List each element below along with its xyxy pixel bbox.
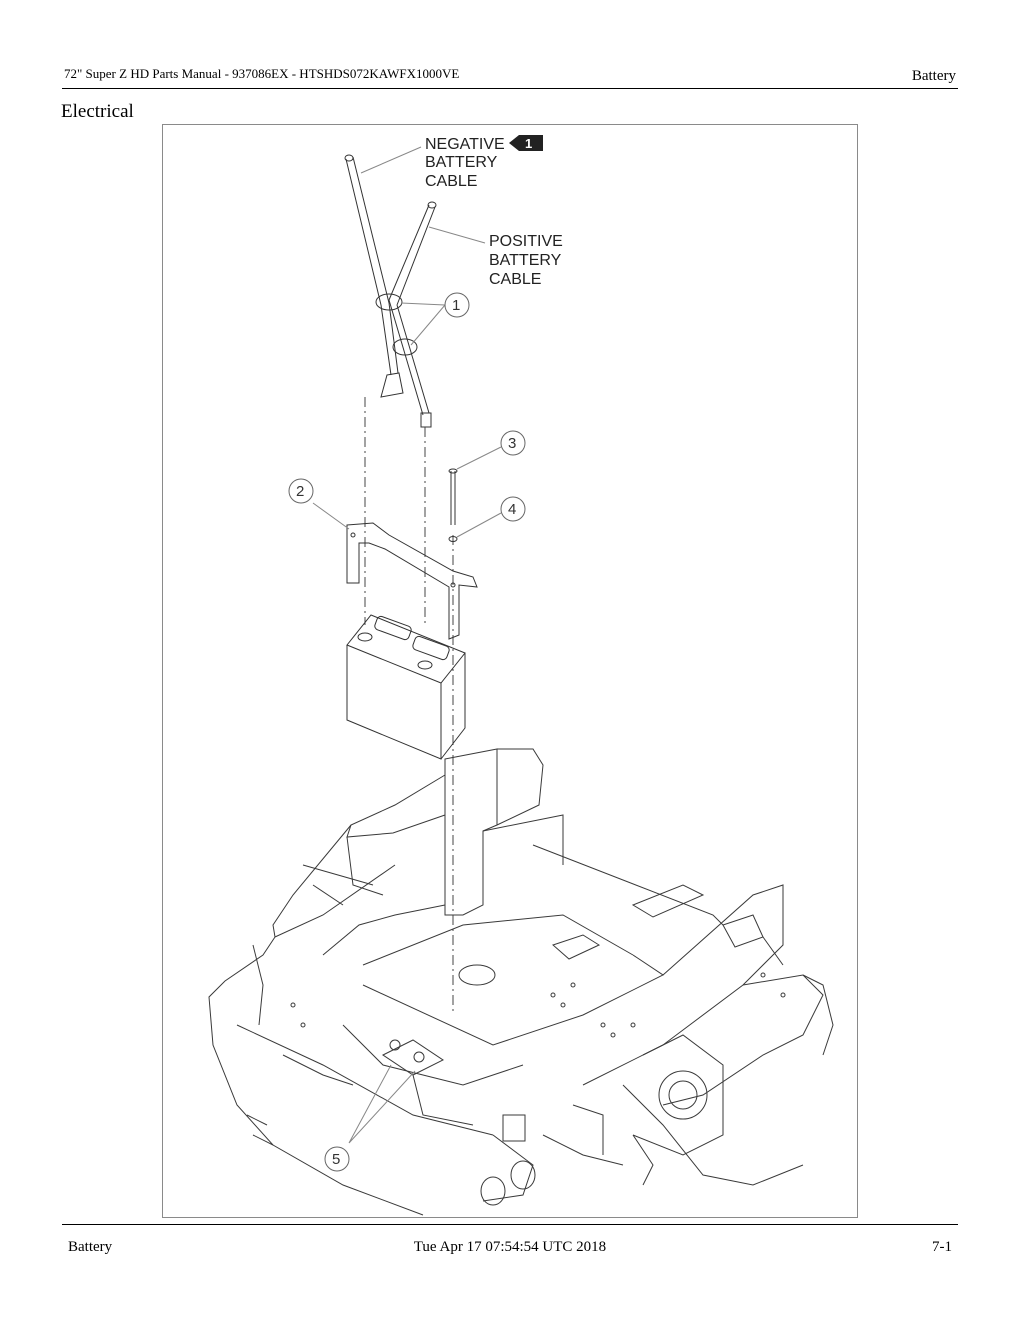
callout-2: 2 <box>296 483 304 500</box>
section-title: Electrical <box>61 101 134 122</box>
header-section: Battery <box>911 68 956 84</box>
positive-label-line-2: BATTERY <box>489 252 562 269</box>
parts-diagram: NEGATIVE BATTERY CABLE 1 POSITIVE BATTER… <box>162 124 858 1218</box>
footer-rule <box>62 1224 958 1225</box>
positive-label-line-1: POSITIVE <box>489 233 563 250</box>
negative-badge-number: 1 <box>525 136 532 151</box>
positive-battery-cable <box>388 201 437 428</box>
assembly-lines <box>364 397 454 1015</box>
hose-clamps <box>375 293 418 356</box>
hold-down-rod <box>448 468 458 525</box>
mower-frame <box>208 748 834 1216</box>
callout-leaders <box>312 146 502 1144</box>
negative-label-line-2: BATTERY <box>425 154 498 171</box>
note-badge-icon <box>509 135 543 151</box>
page-number: 7-1 <box>932 1239 952 1255</box>
hold-down-bracket <box>346 522 478 640</box>
footer-section: Battery <box>68 1239 113 1255</box>
callout-4: 4 <box>508 501 516 518</box>
footer-timestamp: Tue Apr 17 07:54:54 UTC 2018 <box>413 1239 607 1255</box>
positive-label-line-3: CABLE <box>489 271 541 288</box>
positive-cable-label: POSITIVE BATTERY CABLE <box>489 233 563 288</box>
negative-label-line-3: CABLE <box>425 173 477 190</box>
parts-diagram-svg: NEGATIVE BATTERY CABLE 1 POSITIVE BATTER… <box>208 135 834 1216</box>
washer <box>448 536 458 542</box>
callout-1: 1 <box>452 297 460 314</box>
header-rule <box>62 88 958 89</box>
negative-cable-label: NEGATIVE BATTERY CABLE 1 <box>425 135 543 190</box>
negative-battery-cable <box>344 154 404 398</box>
battery <box>346 614 466 760</box>
negative-label-line-1: NEGATIVE <box>425 136 505 153</box>
callout-5: 5 <box>332 1151 340 1168</box>
callout-3: 3 <box>508 435 516 452</box>
callout-circles <box>288 292 526 1172</box>
manual-title: 72" Super Z HD Parts Manual - 937086EX -… <box>64 66 460 81</box>
